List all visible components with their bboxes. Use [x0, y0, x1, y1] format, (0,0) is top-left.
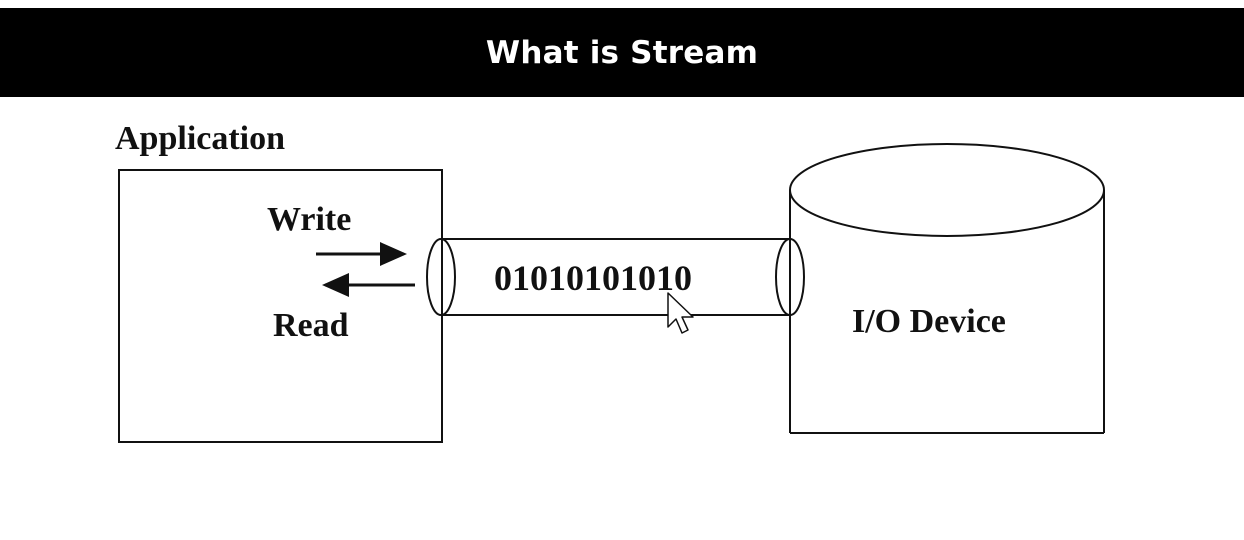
- application-label: Application: [115, 120, 285, 157]
- device-cylinder-top: [789, 143, 1105, 237]
- title-bar: What is Stream: [0, 8, 1244, 97]
- application-box: [118, 169, 443, 443]
- device-label: I/O Device: [852, 303, 1006, 340]
- stream-tube-left-end: [426, 238, 456, 316]
- page-title: What is Stream: [485, 34, 759, 71]
- write-label: Write: [267, 201, 351, 238]
- read-label: Read: [273, 307, 349, 344]
- mouse-cursor-icon: [667, 292, 694, 334]
- stream-bits: 01010101010: [494, 258, 692, 298]
